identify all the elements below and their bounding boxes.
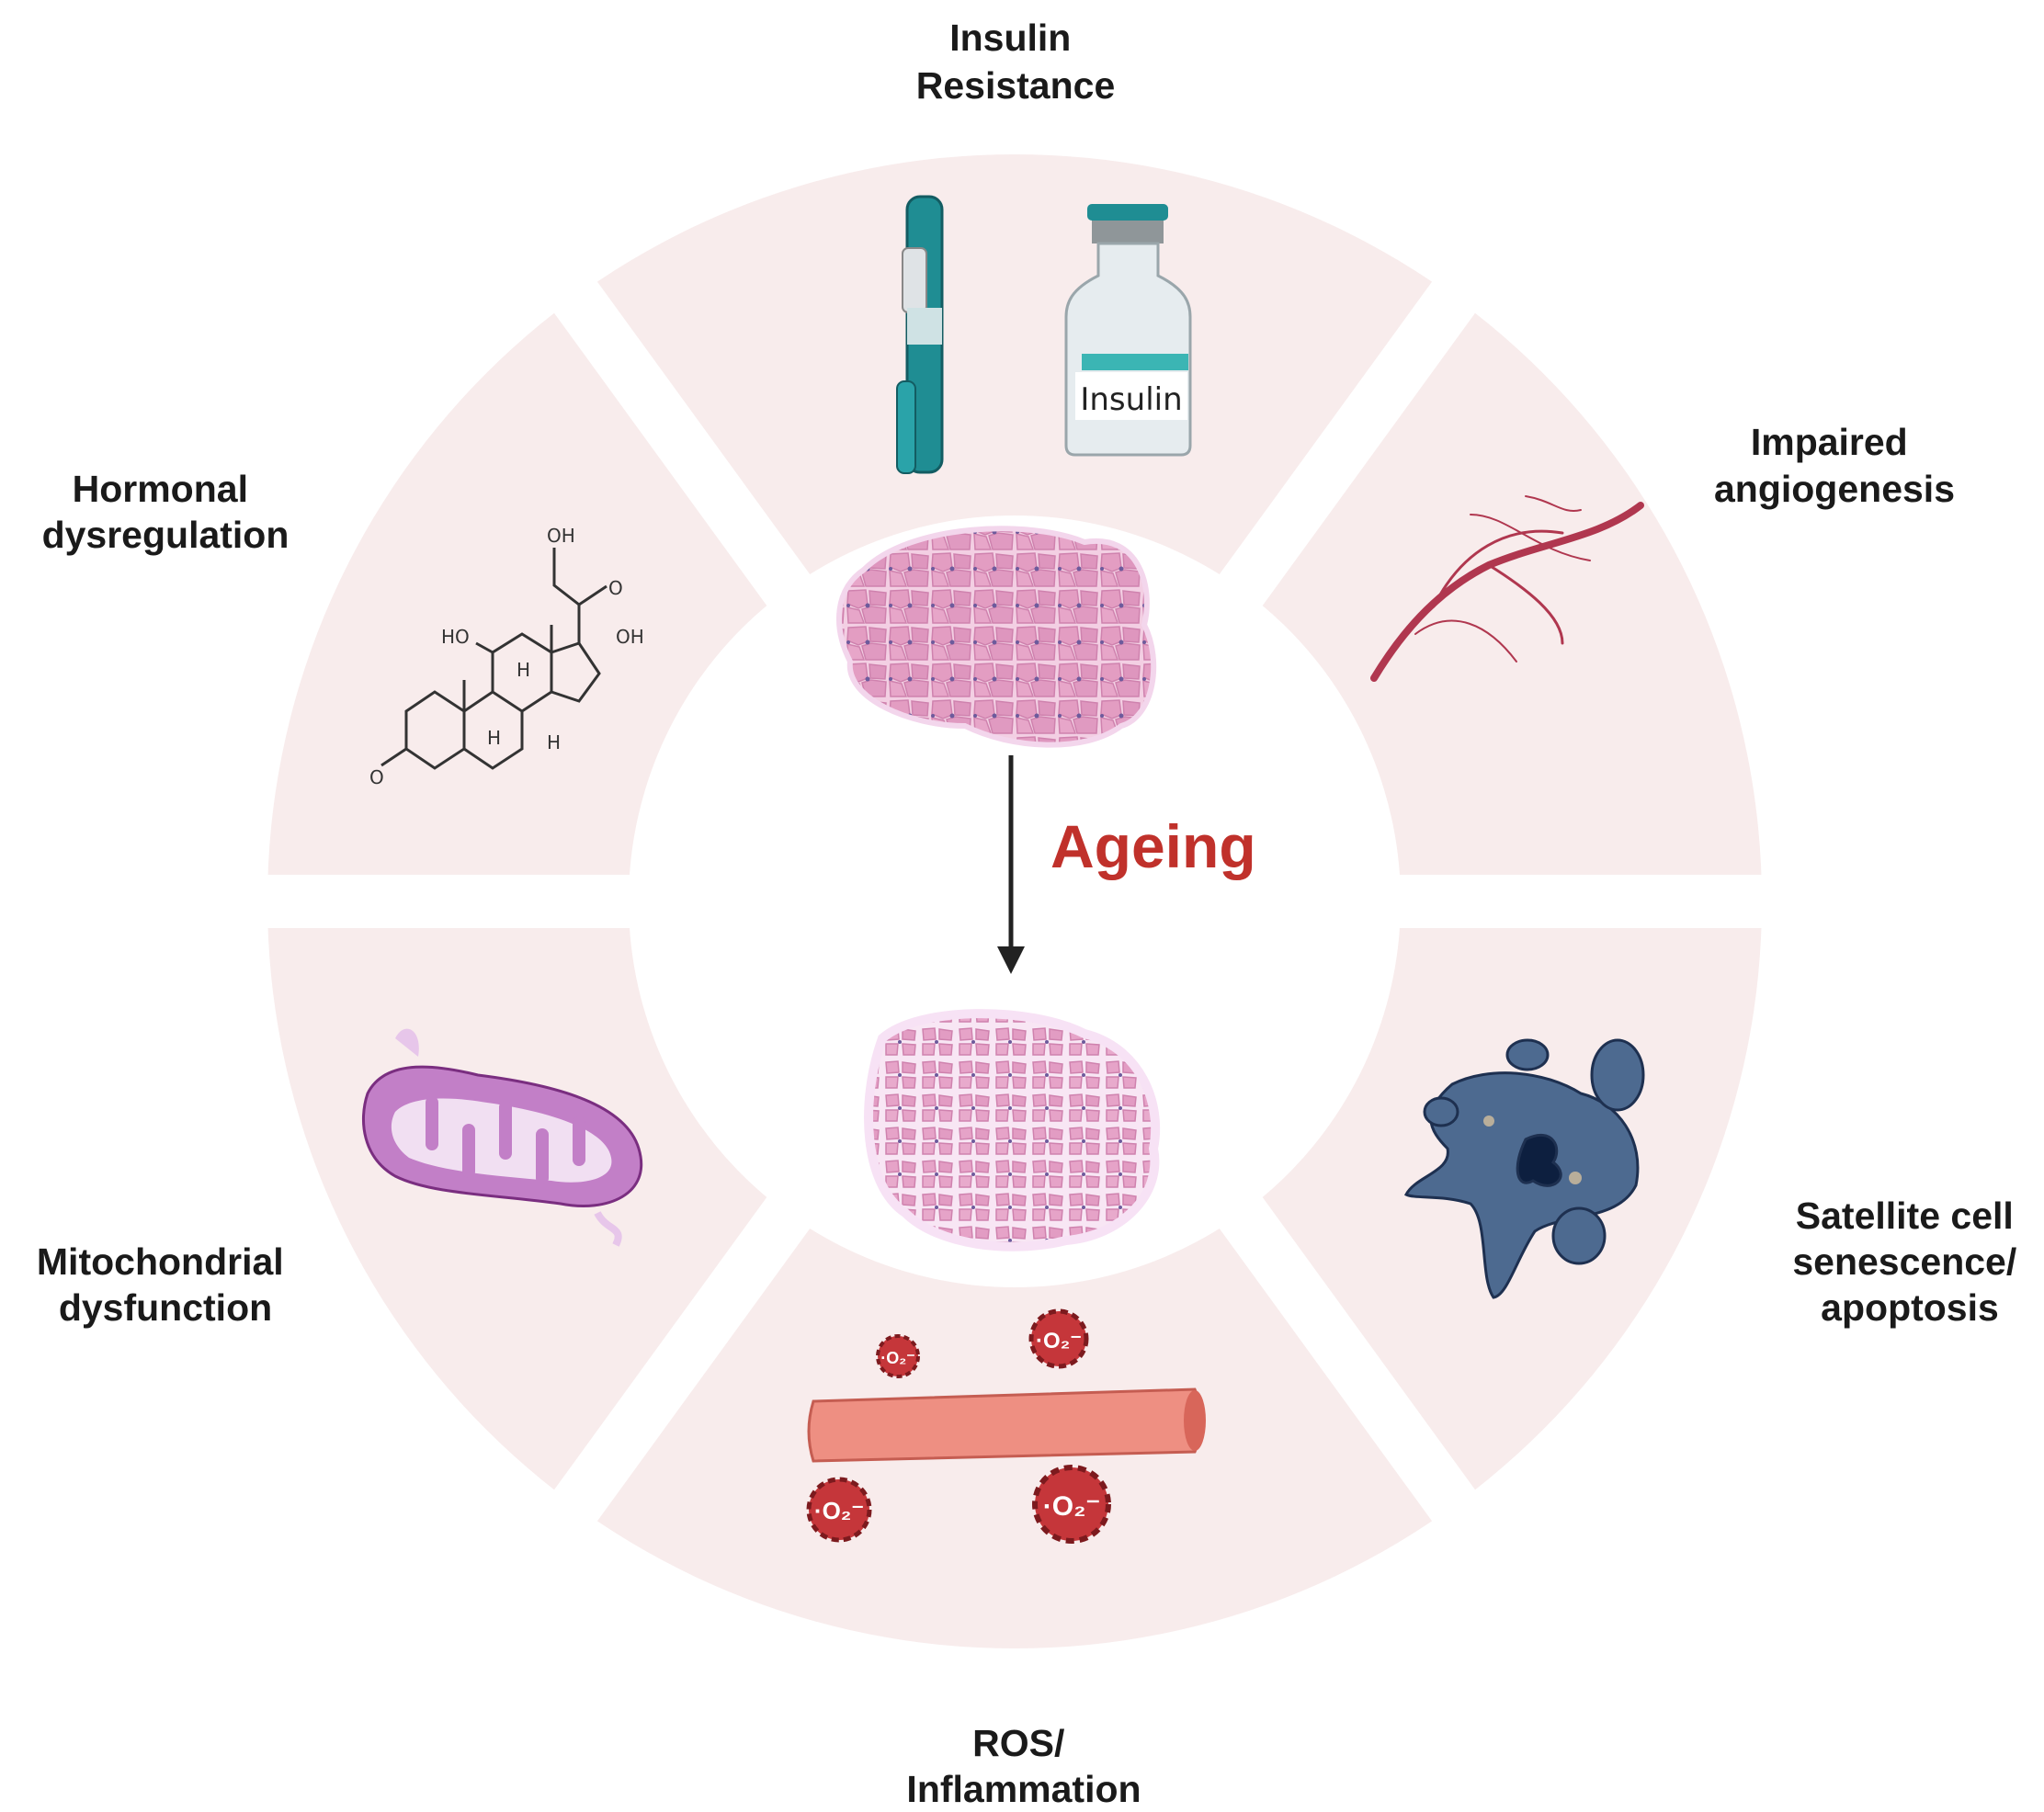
svg-text:O: O [608,577,623,599]
label-satellite-cell: Satellite cell senescence/ apoptosis [1792,1195,2027,1329]
segment-gaps [230,230,1801,1573]
muscle-fiber-icon [807,1387,1206,1463]
svg-text:H: H [487,727,501,749]
label-hormonal: Hormonal dysregulation [42,468,290,556]
ageing-label: Ageing [1050,812,1256,880]
label-ros-inflammation: ROS/ Inflammation [906,1722,1141,1810]
segment-ring [267,154,1762,1648]
radical-label: ·O₂⁻ [1043,1491,1101,1522]
senescent-cell-icon [1403,1038,1645,1299]
insulin-vial-icon: Insulin [1064,204,1192,457]
mitochondrion-icon [361,1028,643,1247]
svg-text:OH: OH [547,525,575,547]
label-impaired-angiogenesis: Impaired angiogenesis [1714,421,1955,510]
svg-text:H: H [517,659,530,681]
radical-label: ·O₂⁻ [880,1349,915,1367]
blood-vessel-icon [1370,495,1644,682]
radical-label: ·O₂⁻ [1036,1329,1082,1353]
arrow-head-icon [997,946,1025,974]
vial-label: Insulin [1080,381,1182,418]
svg-text:O: O [369,766,384,788]
insulin-pen-icon [896,195,944,474]
molecule-atom-labels: OH O HO OH H H H O [369,525,644,788]
svg-text:OH: OH [616,626,644,648]
young-muscle-cross-section-icon [836,526,1157,748]
aged-muscle-cross-section-icon [864,1009,1161,1251]
superoxide-radical-icon: ·O₂⁻ ·O₂⁻ ·O₂⁻ ·O₂⁻ [806,1308,1111,1544]
cortisol-molecule-icon [380,548,608,770]
svg-text:H: H [547,731,561,753]
svg-text:HO: HO [441,626,470,648]
radical-label: ·O₂⁻ [814,1497,864,1524]
label-insulin-resistance: Insulin Resistance [916,17,1116,107]
label-mitochondrial: Mitochondrial dysfunction [37,1240,294,1329]
